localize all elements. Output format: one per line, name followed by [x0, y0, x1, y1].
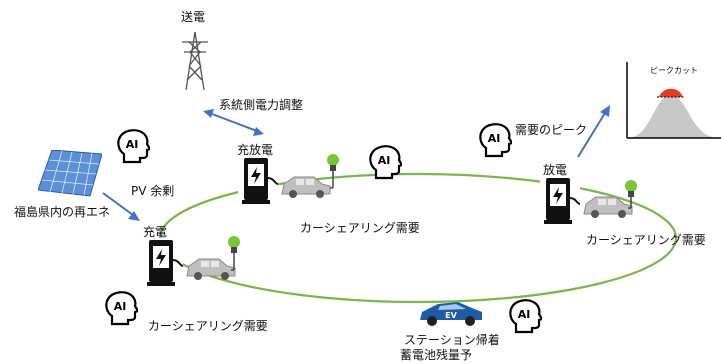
grid-adjust-arrow: [203, 109, 264, 136]
ai-head-icon: AI: [479, 123, 512, 158]
svg-text:AI: AI: [114, 300, 127, 313]
solar-panel-icon: [38, 150, 102, 197]
transmission-label: 送電: [181, 10, 206, 24]
station-return-label: ステーション帰着: [404, 333, 500, 347]
charger-icon: [544, 178, 581, 224]
fukushima-renewables-label: 福島県内の再エネ: [14, 205, 111, 219]
plug-icon: [625, 180, 637, 209]
charger-icon: [147, 240, 184, 286]
svg-text:AI: AI: [488, 132, 501, 145]
ai-head-icon: AI: [509, 299, 542, 334]
charging-station-group: [238, 154, 339, 208]
car-icon: [583, 196, 633, 218]
carshare-right-label: カーシェアリング需要: [586, 233, 706, 247]
ev-car-icon: EV: [420, 302, 482, 326]
car-icon: [186, 258, 236, 280]
car-icon: [281, 176, 331, 198]
charge-label: 充電: [143, 225, 168, 239]
pv-to-charge-arrow: [102, 192, 140, 221]
discharge-label: 放電: [543, 163, 568, 177]
ai-head-icon: AI: [117, 129, 150, 164]
plug-icon: [228, 236, 240, 271]
charging-station-group: [143, 236, 240, 290]
demand-peak-label: 需要のピーク: [515, 123, 588, 137]
svg-text:AI: AI: [518, 308, 531, 321]
charger-icon: [242, 158, 279, 204]
battery-forecast-label: 蓄電池残量予: [400, 348, 473, 362]
transmission-tower-icon: [182, 32, 208, 90]
grid-adjust-label: 系統側電力調整: [219, 98, 304, 112]
carshare-center-label: カーシェアリング需要: [300, 221, 420, 235]
carshare-left-label: カーシェアリング需要: [148, 319, 268, 333]
charging-station-group: [540, 176, 637, 228]
svg-text:EV: EV: [445, 311, 457, 320]
peak-cut-label: ピークカット: [650, 66, 698, 75]
plug-icon: [327, 154, 339, 189]
ai-head-icon: AI: [105, 291, 138, 326]
pv-surplus-label: PV 余剰: [131, 184, 175, 198]
svg-text:AI: AI: [126, 138, 139, 151]
discharge-charge-label: 充放電: [237, 143, 274, 157]
discharge-to-peak-arrow: [577, 105, 610, 158]
ai-head-icon: AI: [369, 145, 402, 180]
peak-chart-icon: [626, 62, 721, 139]
svg-text:AI: AI: [378, 154, 391, 167]
